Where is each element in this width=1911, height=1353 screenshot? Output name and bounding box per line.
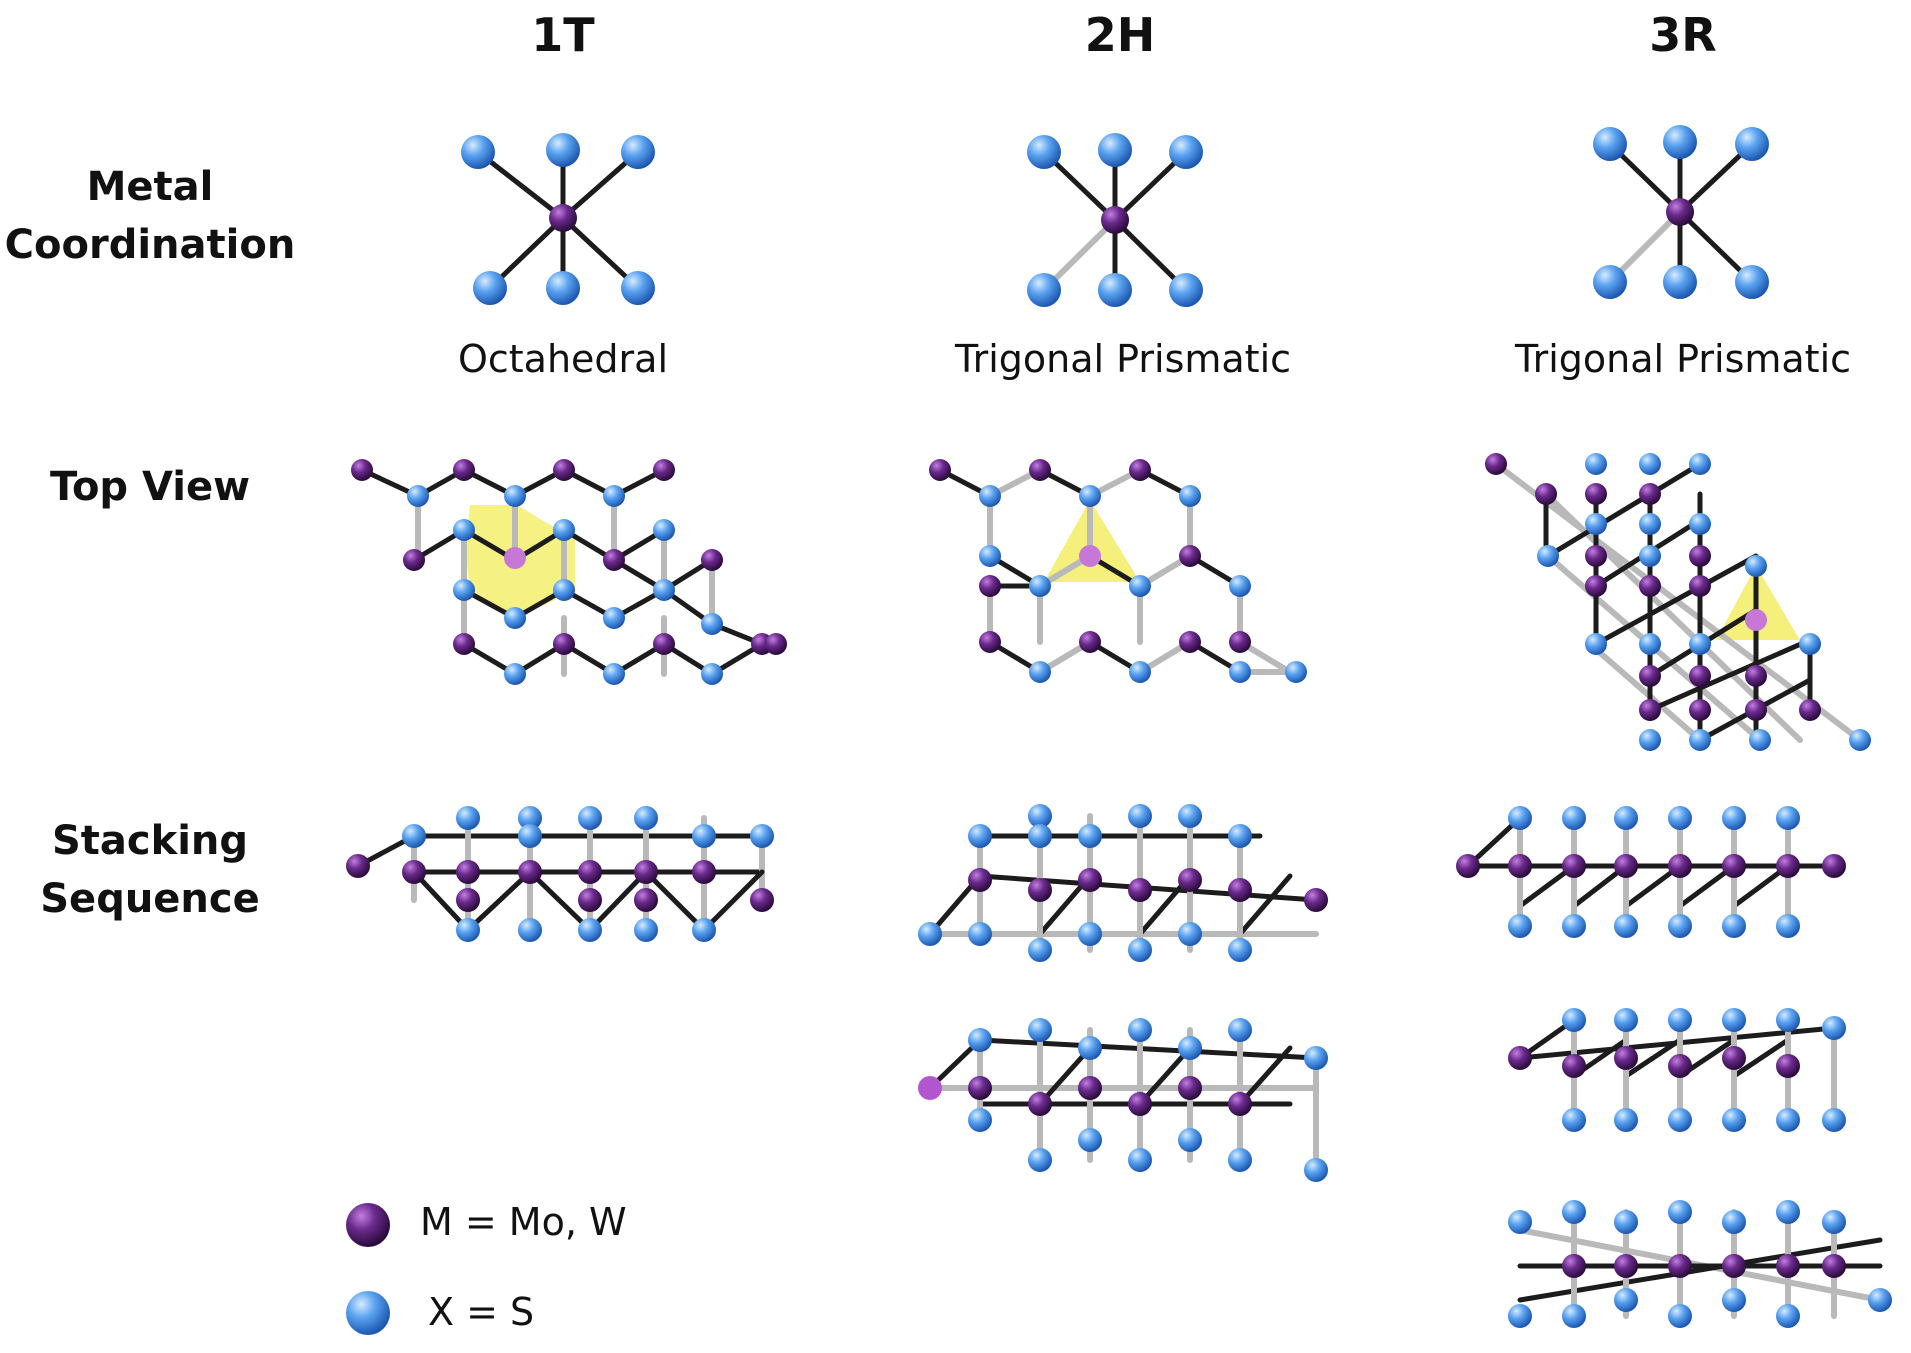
stacking-3r-layer-2 bbox=[1508, 1008, 1846, 1132]
chalcogen-atom bbox=[1593, 265, 1627, 299]
coordination-3r-trigonal-prismatic bbox=[1593, 125, 1769, 299]
row-header-stacking-line2: Sequence bbox=[40, 876, 260, 922]
top-view-2h bbox=[929, 459, 1307, 683]
metal-atom bbox=[1666, 198, 1694, 226]
legend-metal-label: M = Mo, W bbox=[420, 1200, 627, 1244]
chalcogen-atom bbox=[1735, 127, 1769, 161]
row-header-coordination-line1: Metal bbox=[86, 164, 214, 210]
chalcogen-atom bbox=[1098, 133, 1132, 167]
row-header-coordination-line2: Coordination bbox=[4, 222, 296, 268]
chalcogen-atom bbox=[1169, 273, 1203, 307]
top-view-3r bbox=[1485, 453, 1871, 751]
chalcogen-atom bbox=[1027, 135, 1061, 169]
chalcogen-atom bbox=[1663, 125, 1697, 159]
legend-chalcogen-label: X = S bbox=[428, 1290, 535, 1334]
stacking-2h-layer-top bbox=[918, 804, 1328, 962]
chalcogen-atom bbox=[1169, 135, 1203, 169]
stacking-3r-layer-1 bbox=[1456, 806, 1846, 938]
chalcogen-atom bbox=[1593, 127, 1627, 161]
row-header-stacking-sequence: Stacking Sequence bbox=[40, 812, 260, 928]
column-header-3r: 3R bbox=[1649, 8, 1717, 62]
chalcogen-atom bbox=[621, 271, 655, 305]
geometry-label-1t: Octahedral bbox=[457, 337, 669, 381]
chalcogen-atom bbox=[1663, 265, 1697, 299]
chalcogen-atom bbox=[1098, 273, 1132, 307]
top-view-1t bbox=[351, 459, 787, 685]
stacking-3r-layer-3 bbox=[1508, 1200, 1892, 1328]
geometry-label-2h: Trigonal Prismatic bbox=[954, 337, 1292, 381]
chalcogen-atom bbox=[473, 271, 507, 305]
legend-chalcogen-swatch bbox=[346, 1291, 390, 1335]
column-header-2h: 2H bbox=[1084, 8, 1156, 62]
geometry-label-3r: Trigonal Prismatic bbox=[1514, 337, 1852, 381]
metal-atom bbox=[1101, 206, 1129, 234]
row-header-top-view: Top View bbox=[49, 464, 251, 510]
chalcogen-atom bbox=[461, 135, 495, 169]
coordination-1t-octahedral bbox=[461, 133, 655, 305]
chalcogen-atom bbox=[1735, 265, 1769, 299]
row-header-metal-coordination: Metal Coordination bbox=[5, 158, 296, 274]
legend-metal-swatch bbox=[346, 1203, 390, 1247]
column-header-1t: 1T bbox=[531, 8, 595, 62]
row-header-stacking-line1: Stacking bbox=[51, 818, 249, 864]
chalcogen-atom bbox=[546, 271, 580, 305]
chalcogen-atom bbox=[1027, 273, 1061, 307]
chalcogen-atom bbox=[546, 133, 580, 167]
stacking-2h-layer-bottom bbox=[918, 1018, 1328, 1182]
chalcogen-atom bbox=[621, 135, 655, 169]
coordination-2h-trigonal-prismatic bbox=[1027, 133, 1203, 307]
stacking-1t-layer bbox=[346, 806, 774, 942]
metal-atom bbox=[549, 204, 577, 232]
